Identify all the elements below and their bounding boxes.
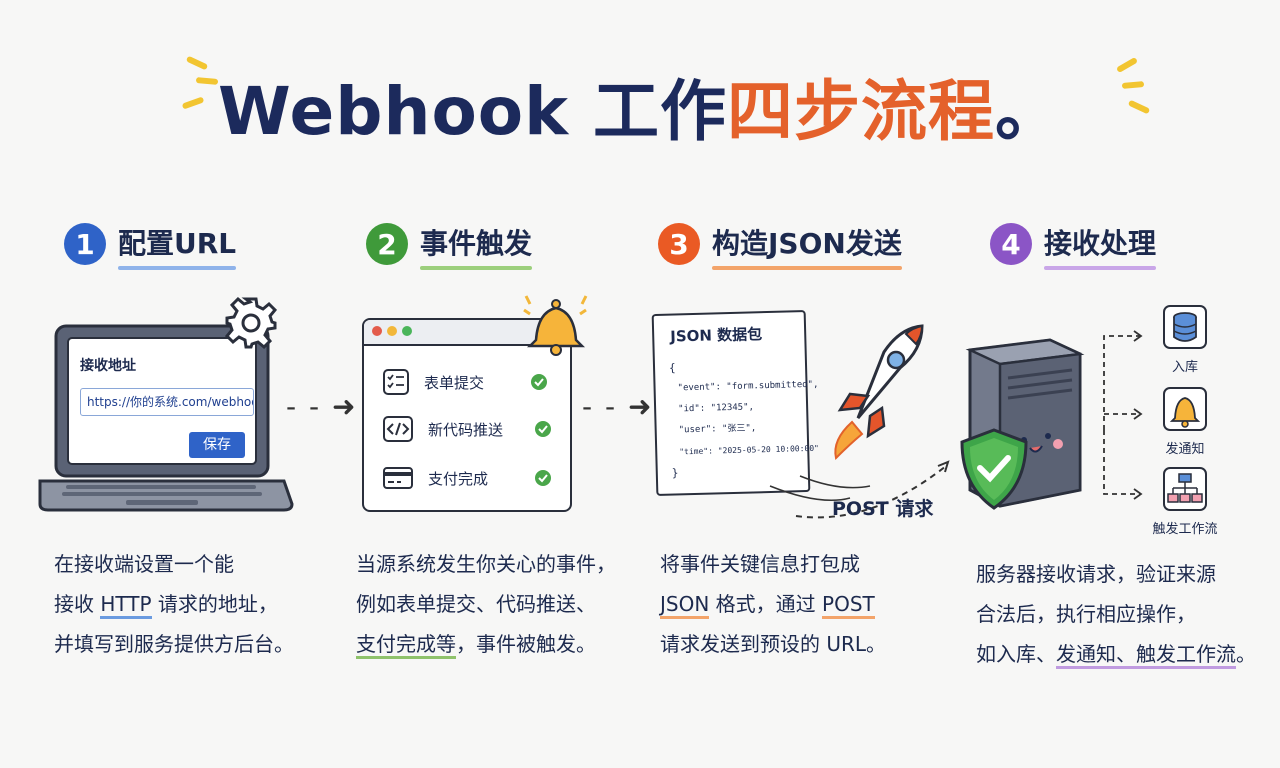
step-3-number: 3 — [658, 223, 700, 265]
checklist-icon — [383, 369, 409, 395]
step-3-underline — [712, 266, 902, 270]
event-label: 表单提交 — [424, 373, 485, 392]
step-4-header: 4 接收处理 — [990, 222, 1157, 270]
step-1-number: 1 — [64, 223, 106, 265]
step-1-header: 1 配置URL — [64, 222, 237, 270]
desc-text: 。 — [1236, 642, 1256, 666]
step-1-underline — [118, 266, 237, 270]
database-icon — [1163, 305, 1207, 349]
post-request-label: POST 请求 — [832, 498, 934, 520]
json-key: "user" — [678, 424, 712, 436]
json-key: "event" — [677, 382, 716, 394]
desc-highlight: 支付完成等 — [356, 632, 456, 659]
json-value: "12345", — [710, 402, 755, 414]
step-3-description: 将事件关键信息打包成 JSON 格式，通过 POST 请求发送到预设的 URL。 — [660, 544, 960, 664]
desc-highlight: HTTP — [100, 592, 152, 619]
step-4-desc-line: 如入库、发通知、触发工作流。 — [976, 634, 1266, 674]
step-1-desc-line: 并填写到服务提供方后台。 — [54, 632, 294, 656]
desc-text: 请求的地址， — [151, 592, 278, 616]
event-row: 新代码推送 — [382, 413, 558, 445]
desc-text: 如入库、 — [976, 642, 1056, 666]
check-icon — [535, 470, 551, 486]
desc-text: 接收 — [54, 592, 101, 616]
post-swoosh — [769, 460, 950, 519]
gear-icon — [224, 296, 278, 350]
step-2-desc-line: 当源系统发生你关心的事件， — [356, 552, 616, 576]
step-1-title-text: 配置URL — [118, 227, 237, 260]
shield-icon — [960, 428, 1028, 510]
title-part-webhook: Webhook — [218, 73, 593, 150]
step-1-desc-line: 在接收端设置一个能 — [54, 552, 234, 576]
flow-arrow: - - ➜ — [286, 390, 358, 423]
flow-arrow: - - ➜ — [582, 390, 654, 423]
step-3-desc-line: JSON 格式，通过 POST — [660, 584, 960, 624]
outcome-item: 触发工作流 — [1144, 466, 1226, 537]
step-4-desc-line: 服务器接收请求，验证来源 — [976, 562, 1216, 586]
step-3-title: 构造JSON发送 — [712, 222, 902, 270]
save-button[interactable]: 保存 — [189, 432, 245, 458]
json-key: "id" — [678, 403, 700, 415]
event-label: 新代码推送 — [428, 420, 504, 439]
title-part-work: 工作 — [593, 73, 727, 150]
step-2-title-text: 事件触发 — [420, 227, 533, 260]
title-dot: 。 — [995, 73, 1062, 150]
json-value: "张三", — [721, 423, 757, 435]
step-2-desc-line: 例如表单提交、代码推送、 — [356, 592, 596, 616]
json-value: "2025-05-20 10:00:00" — [717, 443, 820, 456]
step-4-title: 接收处理 — [1044, 222, 1157, 270]
title-part-four-steps: 四步流程 — [727, 73, 995, 150]
step-2-description: 当源系统发生你关心的事件， 例如表单提交、代码推送、 支付完成等，事件被触发。 — [356, 544, 656, 664]
branch-arrows — [1103, 330, 1143, 500]
step-4-underline — [1044, 266, 1157, 270]
json-card-title: JSON 数据包 — [670, 325, 763, 346]
bell-icon — [1163, 387, 1207, 431]
step-2-title: 事件触发 — [420, 222, 533, 270]
step-4-title-text: 接收处理 — [1044, 227, 1157, 260]
step-3-title-text: 构造JSON发送 — [712, 227, 902, 260]
step-3-header: 3 构造JSON发送 — [658, 222, 902, 270]
step-4-description: 服务器接收请求，验证来源 合法后，执行相应操作， 如入库、发通知、触发工作流。 — [976, 554, 1266, 674]
outcome-item: 入库 — [1150, 304, 1220, 375]
code-icon — [383, 416, 413, 442]
card-icon — [383, 467, 413, 489]
desc-highlight: POST — [822, 592, 875, 619]
event-row: 支付完成 — [382, 462, 558, 494]
check-icon — [535, 421, 551, 437]
step-2-desc-line: 支付完成等，事件被触发。 — [356, 624, 656, 664]
outcome-label: 发通知 — [1165, 442, 1205, 457]
desc-highlight: 发通知、触发工作流 — [1056, 642, 1236, 669]
bell-icon — [523, 295, 588, 356]
json-line: "event": "form.submitted", — [677, 379, 819, 394]
json-key: "time" — [679, 446, 709, 457]
window-dot-yellow — [387, 326, 397, 336]
json-value: "form.submitted", — [726, 379, 819, 393]
step-4-number: 4 — [990, 223, 1032, 265]
desc-text: 格式，通过 — [709, 592, 823, 616]
page-title: Webhook 工作四步流程。 — [0, 58, 1280, 154]
address-label: 接收地址 — [80, 358, 136, 374]
url-input[interactable]: https://你的系统.com/webhook — [80, 388, 254, 416]
window-dot-green — [402, 326, 412, 336]
step-2-number: 2 — [366, 223, 408, 265]
desc-highlight: JSON — [660, 592, 710, 619]
event-label: 支付完成 — [428, 469, 489, 488]
step-4-desc-line: 合法后，执行相应操作， — [976, 602, 1196, 626]
step-1-desc-line: 接收 HTTP 请求的地址， — [54, 584, 354, 624]
step-2-header: 2 事件触发 — [366, 222, 533, 270]
outcome-label: 入库 — [1171, 360, 1198, 375]
step-3-desc-line: 请求发送到预设的 URL。 — [660, 632, 887, 656]
desc-text: ，事件被触发。 — [456, 632, 596, 656]
outcome-item: 发通知 — [1150, 386, 1220, 457]
step-2-underline — [420, 266, 533, 270]
event-row: 表单提交 — [382, 366, 558, 398]
step-3-desc-line: 将事件关键信息打包成 — [660, 552, 860, 576]
step-1-description: 在接收端设置一个能 接收 HTTP 请求的地址， 并填写到服务提供方后台。 — [54, 544, 354, 664]
outcome-label: 触发工作流 — [1152, 522, 1218, 537]
check-icon — [531, 374, 547, 390]
rocket-icon — [834, 324, 924, 460]
workflow-icon — [1163, 467, 1207, 511]
step-1-title: 配置URL — [118, 222, 237, 270]
window-dot-red — [372, 326, 382, 336]
